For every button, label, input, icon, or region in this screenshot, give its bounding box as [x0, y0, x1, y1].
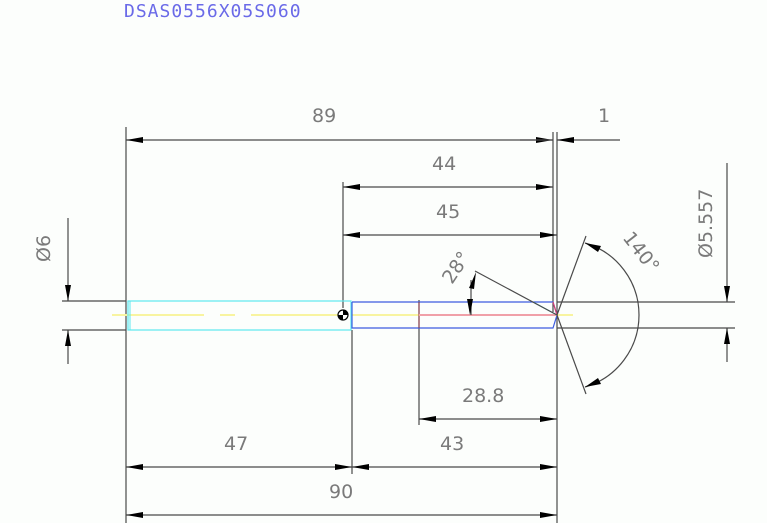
dim-text-90: 90	[329, 481, 353, 503]
arrow-icon	[724, 328, 730, 344]
dim-text-45: 45	[436, 201, 460, 223]
point-angle-arc	[584, 242, 640, 388]
arrow-icon	[126, 512, 143, 518]
body-outline	[351, 301, 558, 329]
arrow-icon	[540, 512, 557, 518]
part-number-title: DSAS0556X05S060	[124, 1, 302, 22]
center-of-gravity-icon	[337, 309, 349, 321]
arrow-icon	[65, 330, 71, 346]
arrow-icon	[557, 137, 574, 143]
dim-text-helix-angle: 28°	[438, 248, 475, 288]
point-angle-line-top	[556, 235, 587, 316]
arrow-icon	[335, 464, 352, 470]
point-angle-line-bottom	[556, 314, 587, 395]
arrow-icon	[65, 285, 71, 301]
arrow-icon	[536, 184, 553, 190]
arrow-icon	[126, 137, 143, 143]
arrow-icon	[540, 416, 557, 422]
dim-text-43: 43	[440, 433, 464, 455]
arrow-icon	[540, 464, 557, 470]
dim-text-d5557: Ø5.557	[695, 189, 717, 258]
arrow-icon	[343, 232, 360, 238]
arrow-icon	[585, 378, 601, 387]
shank-outline	[127, 300, 352, 331]
arrow-icon	[419, 416, 436, 422]
arrow-icon	[585, 243, 601, 252]
arrow-icon	[126, 464, 143, 470]
dim-text-28-8: 28.8	[462, 385, 504, 407]
dim-text-d6: Ø6	[33, 235, 55, 262]
dim-text-point-angle: 140°	[618, 228, 664, 278]
helix-angle-line	[474, 270, 558, 316]
arrow-icon	[540, 232, 557, 238]
dim-text-89: 89	[312, 105, 336, 127]
arrow-icon	[343, 184, 360, 190]
arrow-icon	[724, 286, 730, 302]
dim-text-44: 44	[432, 153, 456, 175]
arrow-icon	[469, 272, 476, 289]
dim-text-47: 47	[224, 433, 248, 455]
dim-text-1: 1	[598, 105, 610, 127]
arrow-icon	[467, 299, 473, 315]
arrow-icon	[352, 464, 369, 470]
tip-accent	[552, 301, 558, 316]
